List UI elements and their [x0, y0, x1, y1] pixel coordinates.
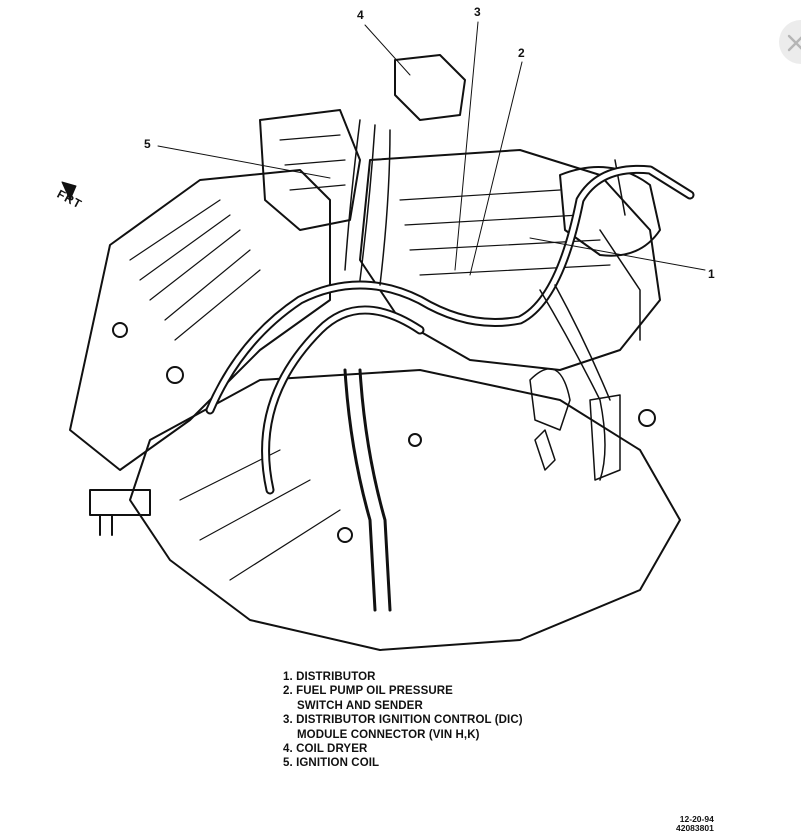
- wiring-harness: [344, 119, 391, 286]
- legend-item-4: 4. COIL DRYER: [283, 743, 368, 756]
- legend-item-2: 2. FUEL PUMP OIL PRESSURE: [283, 685, 453, 698]
- drawing-code: 12-20-94 42083801: [676, 815, 714, 833]
- legend-item-1: 1. DISTRIBUTOR: [283, 671, 376, 683]
- close-icon: [787, 34, 801, 52]
- leader-line-2: [469, 61, 523, 276]
- engine-block-left: [69, 169, 331, 471]
- callout-3: 3: [474, 5, 481, 19]
- drawing-date: 12-20-94: [679, 814, 714, 824]
- callout-5: 5: [144, 137, 151, 151]
- legend: 1. DISTRIBUTOR 2. FUEL PUMP OIL PRESSURE…: [283, 670, 523, 771]
- fuel-lines: [343, 368, 392, 612]
- legend-item-5: 5. IGNITION COIL: [283, 757, 380, 770]
- leader-line-5: [157, 145, 331, 179]
- callout-1: 1: [708, 267, 715, 281]
- engine-diagram: [61, 21, 706, 651]
- leader-line-4: [364, 24, 411, 76]
- distributor-body: [559, 166, 661, 257]
- drawing-number: 42083801: [676, 823, 714, 833]
- hose-lower: [261, 305, 425, 495]
- lower-block: [129, 369, 681, 651]
- legend-item-3: 3. DISTRIBUTOR IGNITION CONTROL (DIC): [283, 714, 523, 727]
- legend-item-3-cont: MODULE CONNECTOR (VIN H,K): [297, 728, 480, 741]
- leader-line-1: [529, 237, 706, 271]
- callout-4: 4: [357, 8, 364, 22]
- intake-manifold: [359, 149, 661, 371]
- front-arrow: [61, 181, 77, 201]
- coil-dryer: [394, 54, 466, 121]
- legend-item-2-cont: SWITCH AND SENDER: [297, 699, 423, 712]
- ignition-coil: [259, 109, 361, 231]
- leader-line-3: [454, 21, 479, 271]
- callout-2: 2: [518, 46, 525, 60]
